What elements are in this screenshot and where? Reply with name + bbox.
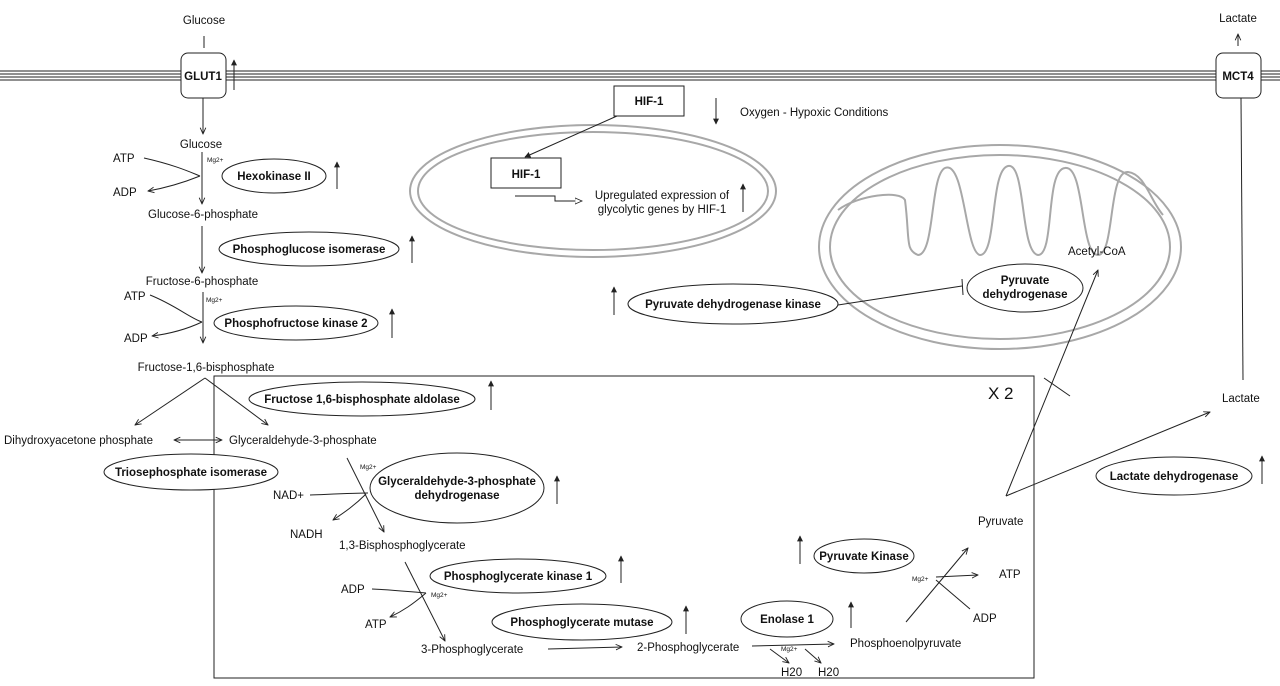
svg-text:Phosphofructose kinase 2: Phosphofructose kinase 2 xyxy=(224,318,367,330)
pyruvate-label: Pyruvate xyxy=(978,516,1023,528)
enzyme-pyruvate-dehydrogenase: Pyruvate dehydrogenase xyxy=(966,263,1084,313)
nad-label: NAD+ xyxy=(273,490,304,502)
mg-label-3: Mg2+ xyxy=(360,464,377,471)
nadh-label: NADH xyxy=(290,529,323,541)
lactate-extracellular: Lactate xyxy=(1219,13,1257,25)
mct4-label: MCT4 xyxy=(1222,71,1254,83)
mg-label-1: Mg2+ xyxy=(207,157,224,164)
mitochondrion xyxy=(818,144,1182,350)
x2-box xyxy=(213,375,1035,679)
acetylcoa-label: Acetyl-CoA xyxy=(1068,246,1126,258)
pg2-label: 2-Phosphoglycerate xyxy=(637,642,739,654)
enzyme-pyruvate-kinase: Pyruvate Kinase xyxy=(813,538,915,574)
enzyme-enolase-1: Enolase 1 xyxy=(740,600,834,638)
svg-text:Lactate dehydrogenase: Lactate dehydrogenase xyxy=(1110,471,1238,483)
bpg13-label: 1,3-Bisphosphoglycerate xyxy=(339,540,466,552)
svg-text:Phosphoglycerate mutase: Phosphoglycerate mutase xyxy=(510,617,653,629)
svg-text:Triosephosphate isomerase: Triosephosphate isomerase xyxy=(115,467,267,479)
svg-text:Pyruvate dehydrogenase kinase: Pyruvate dehydrogenase kinase xyxy=(645,299,821,311)
svg-text:Pyruvate: Pyruvate xyxy=(1001,275,1050,287)
enzyme-phosphoglucose-isomerase: Phosphoglucose isomerase xyxy=(218,231,400,267)
upregulated-text-1: Upregulated expression of xyxy=(595,190,730,202)
adp-label-1: ADP xyxy=(113,187,137,199)
g3p-label: Glyceraldehyde-3-phosphate xyxy=(229,435,377,447)
mg-label-6: Mg2+ xyxy=(912,576,929,583)
lactate-label: Lactate xyxy=(1222,393,1260,405)
atp-label-1: ATP xyxy=(113,153,135,165)
atp-label-2: ATP xyxy=(124,291,146,303)
mg-label-4: Mg2+ xyxy=(431,592,448,599)
svg-text:Phosphoglucose isomerase: Phosphoglucose isomerase xyxy=(233,244,386,256)
dhap-label: Dihydroxyacetone phosphate xyxy=(4,435,153,447)
svg-text:Pyruvate Kinase: Pyruvate Kinase xyxy=(819,551,909,563)
glut1-label: GLUT1 xyxy=(184,71,222,83)
f6p-label: Fructose-6-phosphate xyxy=(146,276,259,288)
pg3-label: 3-Phosphoglycerate xyxy=(421,644,523,656)
enzyme-phosphoglycerate-kinase-1: Phosphoglycerate kinase 1 xyxy=(429,558,607,594)
svg-text:Hexokinase II: Hexokinase II xyxy=(237,171,311,183)
h2o-label-a: H20 xyxy=(781,667,802,679)
svg-text:Phosphoglycerate kinase 1: Phosphoglycerate kinase 1 xyxy=(444,571,593,583)
adp-label-3: ADP xyxy=(341,584,365,596)
hif1-nucleus-label: HIF-1 xyxy=(512,169,541,181)
enzyme-pyruvate-dehydrogenase-kinase: Pyruvate dehydrogenase kinase xyxy=(627,283,839,325)
svg-text:Fructose 1,6-bisphosphate aldo: Fructose 1,6-bisphosphate aldolase xyxy=(264,394,460,406)
hif1-cytoplasm-box xyxy=(613,85,685,117)
f16bp-label: Fructose-1,6-bisphosphate xyxy=(138,362,275,374)
enzyme-hexokinase-2: Hexokinase II xyxy=(221,158,327,194)
upregulated-text-2: glycolytic genes by HIF-1 xyxy=(598,204,726,216)
h2o-label-b: H20 xyxy=(818,667,839,679)
hif1-cytoplasm-label: HIF-1 xyxy=(635,96,664,108)
atp-label-4: ATP xyxy=(999,569,1021,581)
adp-label-2: ADP xyxy=(124,333,148,345)
enzyme-lactate-dehydrogenase: Lactate dehydrogenase xyxy=(1095,456,1253,496)
pep-label: Phosphoenolpyruvate xyxy=(850,638,961,650)
mg-label-2: Mg2+ xyxy=(206,297,223,304)
glucose-label: Glucose xyxy=(180,139,222,151)
g6p-label: Glucose-6-phosphate xyxy=(148,209,258,221)
hif1-nucleus-box xyxy=(490,157,562,189)
enzyme-triosephosphate-isomerase: Triosephosphate isomerase isomerase xyxy=(103,453,279,491)
atp-label-3: ATP xyxy=(365,619,387,631)
svg-text:Enolase 1: Enolase 1 xyxy=(760,614,814,626)
svg-text:dehydrogenase: dehydrogenase xyxy=(983,289,1068,301)
enzyme-aldolase: Fructose 1,6-bisphosphate aldolase xyxy=(248,381,476,417)
mg-label-5: Mg2+ xyxy=(781,646,798,653)
glucose-extracellular: Glucose xyxy=(183,15,225,27)
mct4-transporter xyxy=(1215,52,1262,99)
svg-text:dehydrogenase: dehydrogenase xyxy=(415,490,500,502)
enzyme-gapdh: Glyceraldehyde-3-phosphate dehydrogenase xyxy=(369,452,545,524)
adp-label-4: ADP xyxy=(973,613,997,625)
x2-label: X 2 xyxy=(988,384,1014,403)
oxygen-hypoxic-label: Oxygen - Hypoxic Conditions xyxy=(740,107,889,119)
svg-text:Glyceraldehyde-3-phosphate: Glyceraldehyde-3-phosphate xyxy=(378,476,536,488)
enzyme-phosphofructose-kinase-2: Phosphofructose kinase 2 xyxy=(213,305,379,341)
enzyme-phosphoglycerate-mutase: Phosphoglycerate mutase xyxy=(491,603,673,641)
